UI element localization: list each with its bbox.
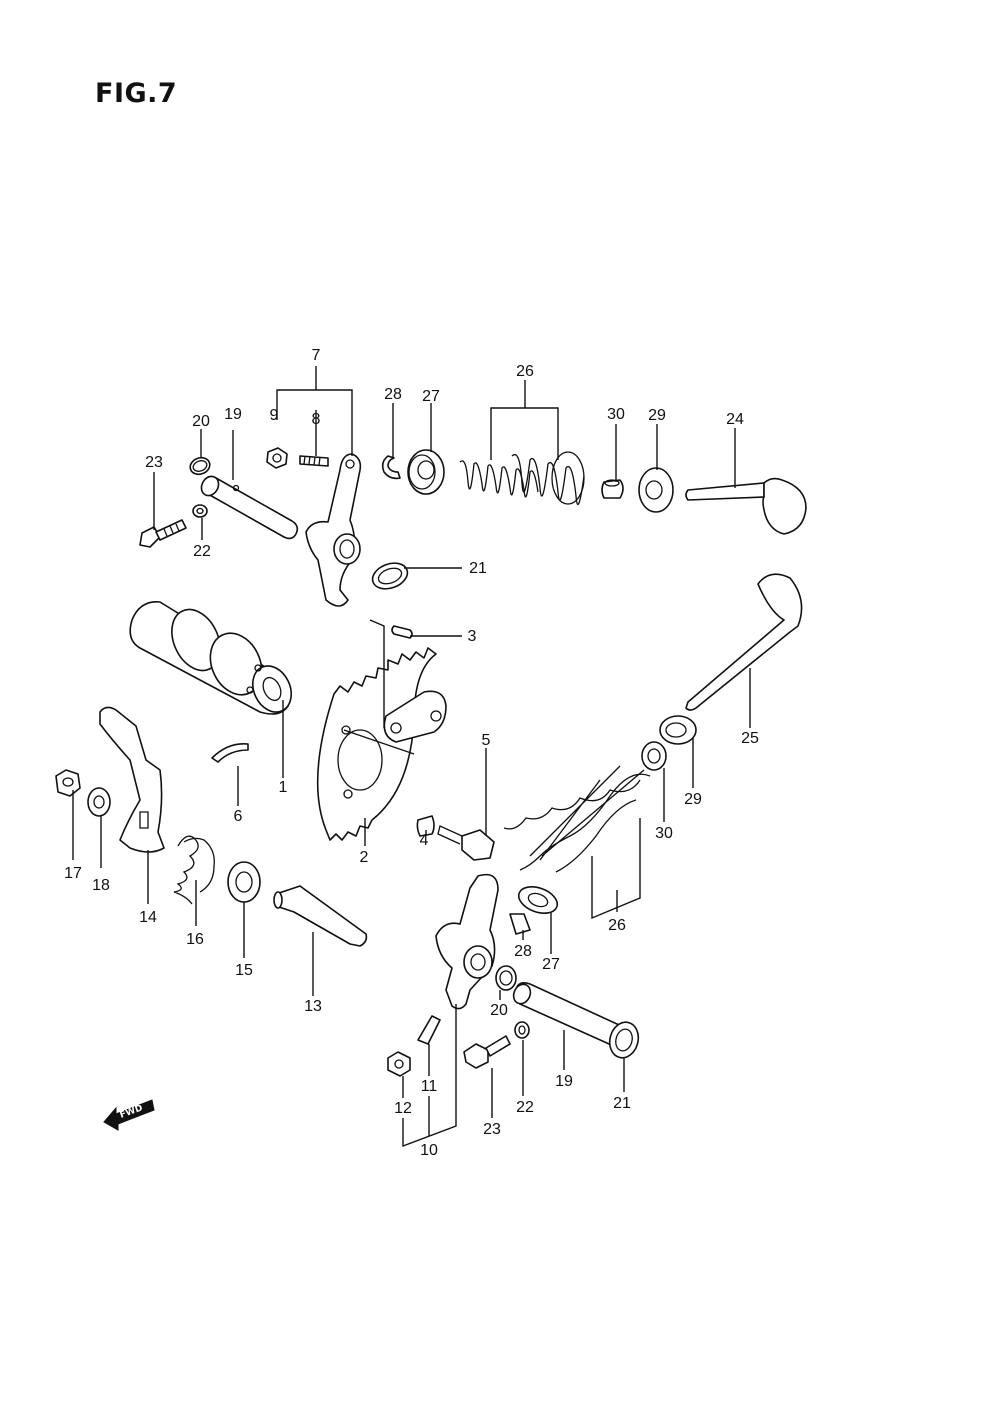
valve-spring-lower — [503, 765, 651, 873]
callout-28-upper: 28 — [384, 386, 402, 403]
callout-22-lower: 22 — [516, 1099, 534, 1116]
callout-2: 2 — [360, 849, 369, 866]
spring-seat-lower — [659, 715, 697, 745]
callout-18: 18 — [92, 877, 110, 894]
camshaft-clip — [211, 742, 249, 763]
callout-20-upper: 20 — [192, 413, 210, 430]
fwd-arrow-icon: FWD — [103, 1099, 155, 1131]
callout-27-lower: 27 — [542, 956, 560, 973]
callout-29-upper: 29 — [648, 407, 666, 424]
callout-8: 8 — [312, 411, 321, 428]
callout-20-lower: 20 — [490, 1002, 508, 1019]
callout-11: 11 — [421, 1078, 438, 1095]
intake-valve-upper — [685, 477, 807, 535]
callout-26-upper: 26 — [516, 363, 534, 380]
rocker-arm-upper — [305, 453, 362, 607]
callout-4: 4 — [420, 832, 429, 849]
decomp-shaft — [273, 885, 368, 947]
callout-21-upper: 21 — [469, 560, 487, 577]
o-ring-21-lower — [608, 1021, 640, 1059]
sprocket-plate — [343, 690, 447, 755]
callout-3: 3 — [468, 628, 477, 645]
washer-lower — [514, 1021, 530, 1039]
spring-seat-upper — [638, 467, 674, 513]
callout-30-lower: 30 — [655, 825, 673, 842]
bolt-lower — [463, 1035, 511, 1069]
callout-21-lower: 21 — [613, 1095, 631, 1112]
spring-retainer-lower — [517, 886, 559, 914]
exhaust-valve — [685, 573, 803, 711]
dowel-pin — [391, 625, 413, 639]
stem-seal-lower — [641, 741, 667, 771]
spring-retainer-upper — [407, 449, 445, 495]
rocker-arm-lower — [435, 873, 499, 1010]
callout-12: 12 — [394, 1100, 412, 1117]
bolt-upper — [139, 519, 187, 548]
callout-19-upper: 19 — [224, 406, 242, 423]
callout-10: 10 — [420, 1142, 438, 1159]
callout-14: 14 — [139, 909, 157, 926]
callout-28-lower: 28 — [514, 943, 532, 960]
callout-numbers: 7 26 28 27 30 29 24 20 19 9 8 23 22 21 3… — [64, 347, 759, 1159]
valve-stem-seal-upper — [601, 479, 624, 499]
callout-25: 25 — [741, 730, 759, 747]
callout-26-lower: 26 — [608, 917, 626, 934]
figure-title: FIG.7 — [95, 78, 178, 109]
washer-upper — [192, 504, 208, 518]
spring-16 — [173, 835, 215, 905]
valve-cotter-upper — [381, 455, 401, 480]
callout-9: 9 — [270, 407, 279, 424]
callout-7: 7 — [312, 347, 321, 364]
washer-18 — [87, 787, 111, 817]
callout-29-lower: 29 — [684, 791, 702, 808]
sprocket-bolt — [437, 825, 495, 861]
bearing-15 — [227, 861, 261, 903]
callout-1: 1 — [279, 779, 288, 796]
sprocket-pin — [416, 815, 435, 837]
valve-spring-upper — [459, 451, 585, 506]
adjuster-nut-lower — [387, 1051, 411, 1077]
callout-19-lower: 19 — [555, 1073, 573, 1090]
callout-13: 13 — [304, 998, 322, 1015]
callout-22-upper: 22 — [193, 543, 211, 560]
rocker-shaft-upper — [200, 475, 299, 540]
nut-17 — [55, 769, 81, 797]
callout-27-upper: 27 — [422, 388, 440, 405]
callout-5: 5 — [482, 732, 491, 749]
decomp-lever — [99, 706, 165, 853]
callout-23-lower: 23 — [483, 1121, 501, 1138]
valve-cotter-lower — [509, 913, 531, 935]
callout-16: 16 — [186, 931, 204, 948]
cam-sprocket — [316, 647, 437, 841]
camshaft — [129, 601, 293, 715]
adjuster-screw-upper — [299, 455, 329, 467]
callout-15: 15 — [235, 962, 253, 979]
callout-23-upper: 23 — [145, 454, 163, 471]
o-ring-21-upper — [371, 562, 409, 590]
callout-30-upper: 30 — [607, 406, 625, 423]
o-ring-lower — [495, 965, 517, 991]
adjuster-screw-lower — [417, 1015, 441, 1045]
adjuster-nut-upper — [266, 447, 288, 469]
o-ring-upper — [189, 456, 211, 476]
callout-6: 6 — [234, 808, 243, 825]
callout-24: 24 — [726, 411, 744, 428]
leader-lines — [72, 366, 751, 1148]
callout-17: 17 — [64, 865, 82, 882]
